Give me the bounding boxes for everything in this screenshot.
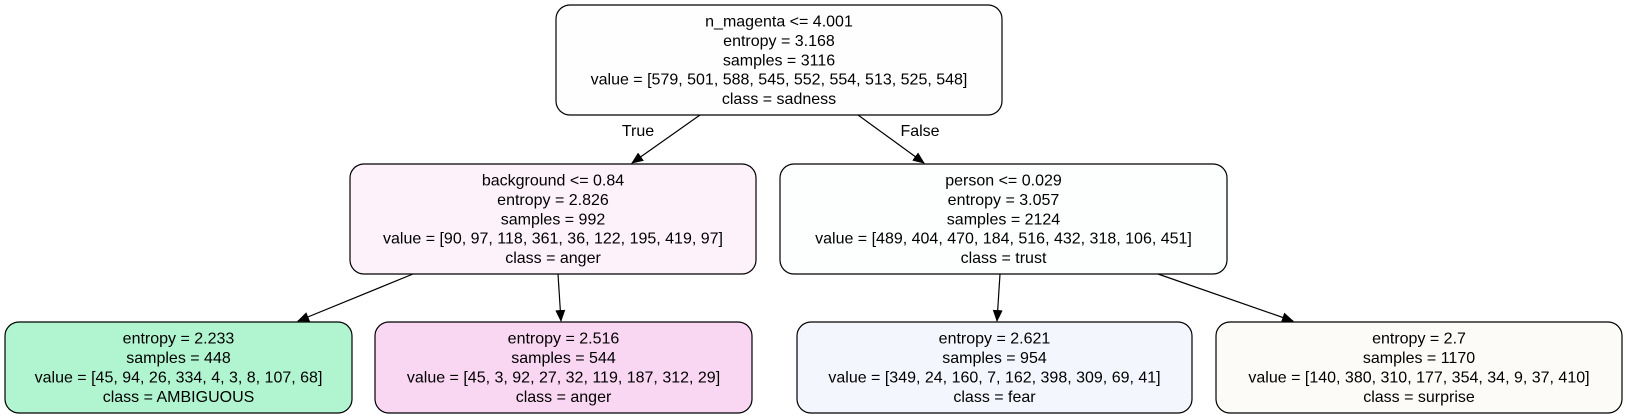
node-line: value = [349, 24, 160, 7, 162, 398, 309,… [828, 370, 1160, 387]
node-line: entropy = 2.826 [497, 192, 609, 209]
node-line: value = [140, 380, 310, 177, 354, 34, 9,… [1248, 370, 1589, 387]
node-line: samples = 448 [126, 350, 231, 367]
node-box [374, 321, 753, 414]
node-line: n_magenta <= 4.001 [705, 14, 853, 31]
node-line: samples = 954 [942, 350, 1047, 367]
edge-left-leaf2 [555, 273, 566, 322]
node-line: value = [90, 97, 118, 361, 36, 122, 195,… [383, 231, 723, 248]
node-line: samples = 3116 [723, 52, 835, 69]
nodes: n_magenta <= 4.001 entropy = 3.168 samples… [4, 4, 1623, 414]
node-line: class = surprise [1363, 389, 1475, 406]
node-box [779, 163, 1228, 275]
node-line: class = fear [953, 389, 1036, 406]
node-line: samples = 1170 [1363, 350, 1475, 367]
node-line: samples = 992 [501, 211, 606, 228]
node-line: value = [45, 94, 26, 334, 4, 3, 8, 107, … [35, 370, 323, 387]
edge-label-false: False [900, 123, 939, 140]
tree-node-leaf3: entropy = 2.621 samples = 954 value = [349… [796, 321, 1193, 414]
node-box [1215, 321, 1623, 414]
node-line: class = sadness [722, 91, 836, 108]
tree-node-root: n_magenta <= 4.001 entropy = 3.168 samples… [555, 4, 1003, 116]
edge-root-left [631, 114, 701, 164]
node-line: entropy = 2.621 [939, 331, 1051, 348]
node-line: entropy = 3.057 [948, 192, 1060, 209]
node-line: entropy = 2.516 [508, 331, 620, 348]
node-line: value = [489, 404, 470, 184, 516, 432, 3… [815, 231, 1192, 248]
node-line: class = trust [961, 250, 1047, 267]
node-line: class = AMBIGUOUS [103, 389, 255, 406]
node-line: samples = 2124 [947, 211, 1061, 228]
edge-right-leaf3 [992, 273, 1003, 322]
node-line: value = [45, 3, 92, 27, 32, 119, 187, 31… [407, 370, 720, 387]
edge-left-leaf1 [297, 273, 414, 322]
node-box [555, 4, 1003, 116]
node-line: entropy = 3.168 [723, 33, 835, 50]
tree-node-leaf2: entropy = 2.516 samples = 544 value = [45,… [374, 321, 753, 414]
node-box [349, 163, 757, 275]
edges: True False [297, 114, 1294, 323]
node-line: class = anger [505, 250, 601, 267]
edge-label-true: True [622, 123, 654, 140]
node-line: class = anger [516, 389, 612, 406]
edge-root-right [857, 114, 925, 164]
node-box [4, 321, 353, 414]
node-box [796, 321, 1193, 414]
node-line: entropy = 2.7 [1372, 331, 1466, 348]
tree-node-right: person <= 0.029 entropy = 3.057 samples = … [779, 163, 1228, 275]
edge-right-leaf4 [1157, 273, 1294, 323]
node-line: value = [579, 501, 588, 545, 552, 554, 5… [591, 72, 968, 89]
node-line: person <= 0.029 [945, 173, 1062, 190]
tree-node-left: background <= 0.84 entropy = 2.826 samples… [349, 163, 757, 275]
node-line: entropy = 2.233 [123, 331, 235, 348]
node-line: background <= 0.84 [482, 173, 624, 190]
tree-node-leaf1: entropy = 2.233 samples = 448 value = [45,… [4, 321, 353, 414]
node-line: samples = 544 [511, 350, 616, 367]
tree-node-leaf4: entropy = 2.7 samples = 1170 value = [140,… [1215, 321, 1623, 414]
